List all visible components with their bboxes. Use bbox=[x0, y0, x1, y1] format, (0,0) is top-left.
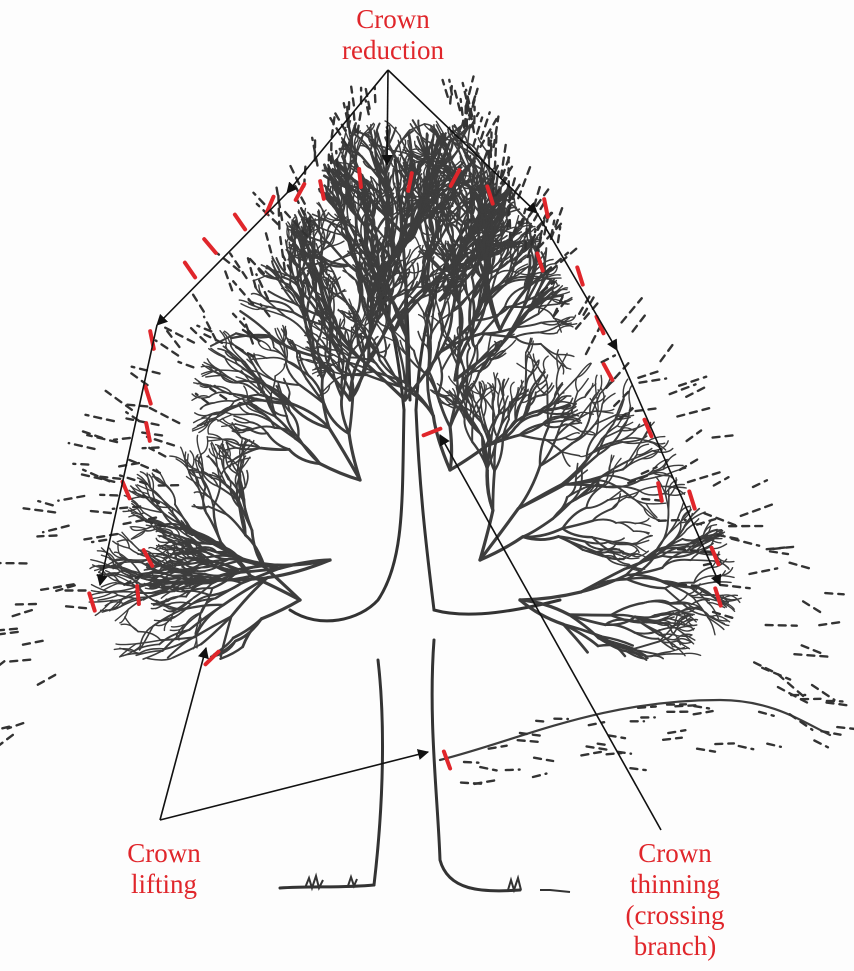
reduction-arrow-right-3 bbox=[617, 350, 720, 585]
crown-thinning-line-2: thinning bbox=[600, 869, 750, 900]
crown-reduction-label: Crown reduction bbox=[318, 4, 468, 66]
lifting-arrow-left bbox=[160, 648, 206, 820]
tree-branches bbox=[89, 120, 830, 760]
reduction-arrow-center bbox=[387, 70, 388, 165]
crown-lifting-line-2: lifting bbox=[104, 869, 224, 900]
crown-reduction-line-2: reduction bbox=[318, 35, 468, 66]
ground-grass bbox=[305, 876, 570, 892]
crown-lifting-line-1: Crown bbox=[104, 838, 224, 869]
crown-reduction-line-1: Crown bbox=[318, 4, 468, 35]
crown-lifting-label: Crown lifting bbox=[104, 838, 224, 900]
crown-thinning-line-1: Crown bbox=[600, 838, 750, 869]
crown-thinning-line-3: (crossing bbox=[600, 900, 750, 931]
crown-thinning-label: Crown thinning (crossing branch) bbox=[600, 838, 750, 962]
reduction-arrow-left-2 bbox=[157, 193, 287, 325]
crown-thinning-line-4: branch) bbox=[600, 931, 750, 962]
lifting-arrow-right bbox=[160, 752, 428, 820]
